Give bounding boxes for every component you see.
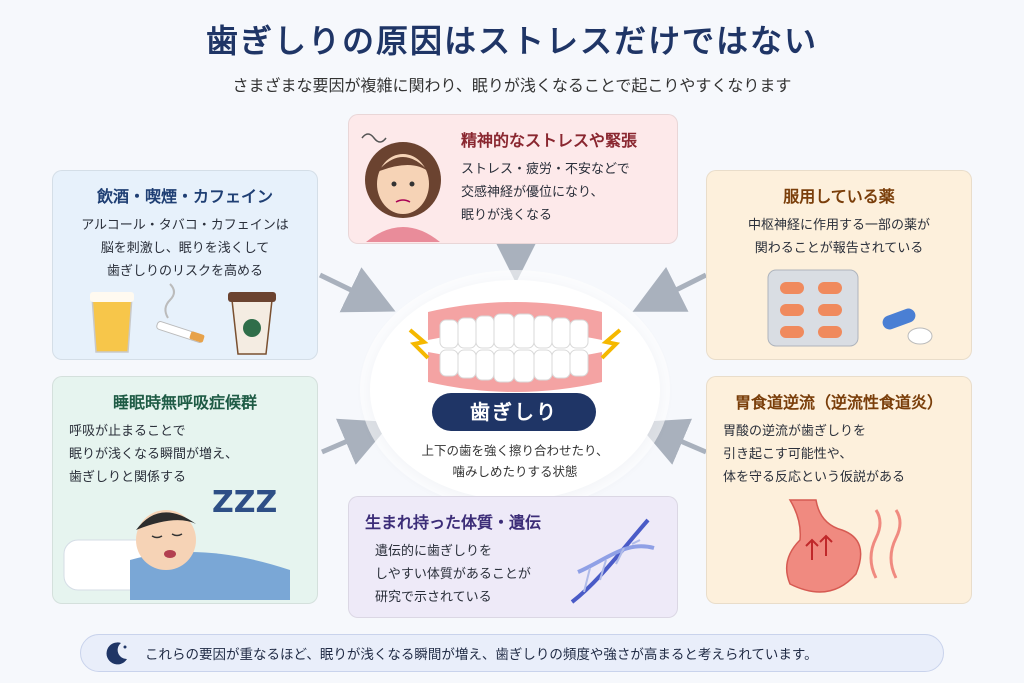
card-medicine-text: 中枢神経に作用する一部の薬が 関わることが報告されている [747,218,930,256]
beer-glass-icon [90,292,134,353]
footer-banner: これらの要因が重なるほど、眠りが浅くなる瞬間が増え、歯ぎしりの頻度や強さが高まる… [80,634,944,672]
arrow-reflux [636,418,707,465]
card-genetics: 生まれ持った体質・遺伝 遺伝的に歯ぎしりを しやすい体質があることが 研究で示さ… [348,496,678,618]
page-title: 歯ぎしりの原因はストレスだけではない [205,22,818,60]
card-genetics-text: 遺伝的に歯ぎしりを しやすい体質があることが 研究で示されている [375,544,531,605]
coffee-cup-icon [228,292,276,355]
card-alcohol-title: 飲酒・喫煙・カフェイン [96,187,273,206]
moon-stars-icon [106,642,127,665]
center-description: 上下の歯を強く擦り合わせたり、 噛みしめたりする状態 [421,443,609,480]
spark-left-icon [408,328,430,360]
spark-right-icon [600,328,622,360]
zzz-icon: ZZZ [212,485,277,520]
capsule-icon [882,308,933,345]
arrow-alcohol [318,267,396,313]
card-apnea-title: 睡眠時無呼吸症候群 [112,393,257,412]
card-apnea-text: 呼吸が止まることで 眠りが浅くなる瞬間が増え、 歯ぎしりと関係する [69,424,239,485]
card-reflux-text: 胃酸の逆流が歯ぎしりを 引き起こす可能性や、 体を守る反応という仮説がある [723,424,906,485]
page-subtitle: さまざまな要因が複雑に関わり、眠りが浅くなることで起こりやすくなります [232,76,792,95]
card-alcohol: 飲酒・喫煙・カフェイン アルコール・タバコ・カフェインは 脳を刺激し、眠りを浅く… [52,170,318,360]
arrow-medicine [632,266,708,312]
center-label: 歯ぎしり [432,393,596,431]
card-reflux-title: 胃食道逆流（逆流性食道炎） [734,393,943,412]
arrow-apnea [321,418,392,465]
card-stress-text: ストレス・疲労・不安などで 交感神経が優位になり、 眠りが浅くなる [461,162,630,223]
card-genetics-title: 生まれ持った体質・遺伝 [365,513,542,532]
pill-pack-icon [767,269,859,347]
card-medicine-title: 服用している薬 [783,187,895,206]
footer-text: これらの要因が重なるほど、眠りが浅くなる瞬間が増え、歯ぎしりの頻度や強さが高まる… [145,647,818,663]
card-stress-title: 精神的なストレスや緊張 [461,131,638,150]
cigarette-icon [156,283,205,343]
card-alcohol-text: アルコール・タバコ・カフェインは 脳を刺激し、眠りを浅くして 歯ぎしりのリスクを… [81,218,289,279]
